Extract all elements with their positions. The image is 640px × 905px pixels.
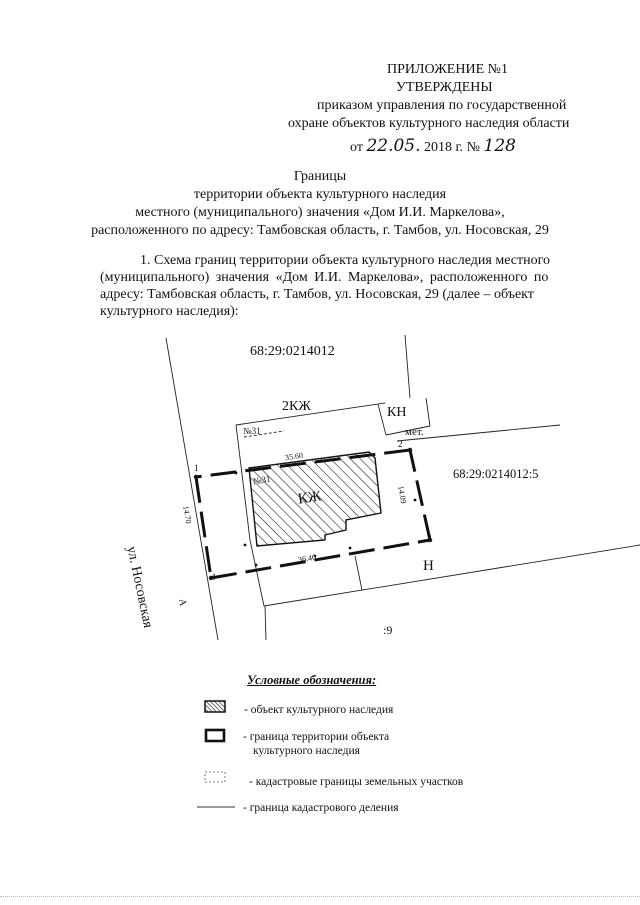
cadastral-number-top: 68:29:0214012 [250, 344, 335, 359]
title-line-2: территории объекта культурного наследия [193, 187, 447, 202]
heritage-building [248, 451, 382, 547]
cadastral-lines [165, 334, 640, 641]
zone-n-label: Н [423, 558, 434, 574]
order-line-1: приказом управления по государственной [317, 98, 567, 113]
legend-item-boundary-line-2: культурного наследия [253, 745, 360, 757]
order-line-2: охране объектов культурного наследия обл… [288, 116, 570, 131]
vertex-1-label: 1 [194, 463, 199, 473]
cadastral-swatch-icon [204, 771, 226, 783]
legend-item-cadastral: - кадастровые границы земельных участков [249, 776, 464, 788]
order-date-line: от 22.05. 2018 г. № 128 [350, 136, 516, 156]
vertex-markers [193, 447, 433, 581]
zone-kn-label: КН [387, 405, 407, 420]
paragraph-line-2: (муниципального) значения «Дом И.И. Марк… [100, 270, 549, 285]
hatch-swatch-icon [204, 700, 226, 713]
legend-item-boundary-line-1: - граница территории объекта [243, 731, 390, 743]
handwritten-date: 22.05. [366, 136, 421, 156]
date-prefix: от [350, 140, 363, 155]
title-line-1: Границы [293, 169, 347, 184]
legend-item-heritage: - объект культурного наследия [244, 704, 394, 716]
vertex-2-label: 2 [398, 439, 403, 449]
zone-kzh-label: КЖ [296, 488, 323, 508]
paragraph-line-3: адресу: Тамбовская область, г. Тамбов, у… [100, 287, 534, 302]
zone-2kzh-label: 2КЖ [282, 399, 311, 414]
paragraph-line-1: 1. Схема границ территории объекта культ… [140, 253, 550, 268]
approved-label: УТВЕРЖДЕНЫ [396, 80, 493, 95]
cadastral-number-right: 68:29:0214012:5 [453, 467, 539, 481]
vertex-4-label: 4 [211, 572, 216, 582]
paragraph-line-4: культурного наследия): [100, 304, 239, 319]
legend-title: Условные обозначения: [247, 673, 377, 687]
year-text: 2018 г. № [424, 140, 481, 155]
scan-edge [0, 896, 640, 899]
title-line-4: расположенного по адресу: Тамбовская обл… [91, 223, 549, 238]
legend-item-division: - граница кадастрового деления [243, 802, 399, 814]
zone-met-label: мет. [405, 426, 424, 438]
vertex-3-label: 3 [427, 533, 432, 543]
boundary-swatch-icon [204, 728, 226, 743]
legend-symbols [197, 700, 235, 808]
boundary-dots [234, 471, 417, 567]
lot-9-label: :9 [383, 623, 393, 637]
house-number-31-top: №31 [243, 426, 261, 436]
appendix-label: ПРИЛОЖЕНИЕ №1 [387, 62, 508, 77]
title-line-3: местного (муниципального) значения «Дом … [135, 205, 505, 220]
handwritten-number: 128 [483, 136, 516, 156]
